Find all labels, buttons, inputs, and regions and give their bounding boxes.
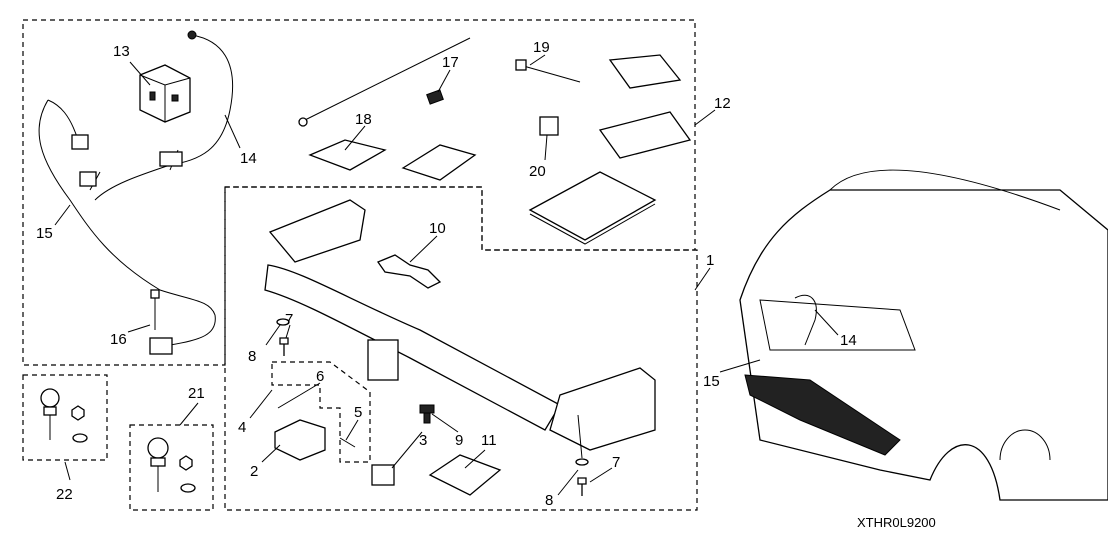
callout-14: 14: [840, 332, 857, 349]
part-11-plate: [428, 454, 502, 496]
callout-1: 1: [706, 252, 714, 269]
part-18-pad: [308, 139, 387, 171]
pad: [401, 144, 477, 181]
callout-21: 21: [188, 385, 205, 402]
leader-lines: [54, 54, 839, 496]
callout-3: 3: [419, 432, 427, 449]
callout-20: 20: [529, 163, 546, 180]
part-8-washer: [575, 458, 589, 466]
callout-2: 2: [250, 463, 258, 480]
callout-9: 9: [455, 432, 463, 449]
callout-12: 12: [714, 95, 731, 112]
group-box-1: [224, 186, 698, 511]
callout-8: 8: [248, 348, 256, 365]
instruction-manual: [528, 171, 657, 241]
callout-15: 15: [36, 225, 53, 242]
callout-4: 4: [238, 419, 246, 436]
part-13-module: [139, 64, 191, 123]
part-9-clip: [419, 404, 435, 424]
part-7-bolt: [577, 477, 587, 496]
callout-11: 11: [481, 432, 497, 449]
label-sheet: [598, 111, 692, 159]
group-box-21: [129, 424, 214, 511]
callout-7: 7: [612, 454, 620, 471]
part-7-bolt: [279, 337, 289, 356]
part-10-bracket: [377, 254, 442, 289]
part-8-washer: [276, 318, 290, 326]
part-5-pin: [339, 437, 356, 448]
callout-6: 6: [316, 368, 324, 385]
part-15-harness: [38, 99, 216, 346]
part-16-bolt: [150, 289, 160, 330]
callout-5: 5: [354, 404, 362, 421]
part-22-ball-mount: [40, 388, 88, 443]
callout-8: 8: [545, 492, 553, 509]
callout-16: 16: [110, 331, 127, 348]
part-20-clip: [539, 116, 559, 136]
callout-18: 18: [355, 111, 372, 128]
group-box-4: [271, 361, 371, 463]
callout-13: 13: [113, 43, 130, 60]
diagram-code: XTHR0L9200: [857, 515, 936, 530]
part-1-hitch: [264, 199, 656, 451]
part-3-cover: [371, 464, 395, 486]
group-box-22: [22, 374, 108, 461]
callout-15: 15: [703, 373, 720, 390]
callout-17: 17: [442, 54, 459, 71]
callout-10: 10: [429, 220, 446, 237]
cable-tie: [304, 37, 471, 121]
part-2-bracket: [274, 419, 326, 461]
part-21-ball-mount: [147, 437, 196, 493]
label-sheet: [608, 54, 682, 89]
callout-7: 7: [285, 311, 293, 328]
callout-22: 22: [56, 486, 73, 503]
callout-14: 14: [240, 150, 257, 167]
part-6-clip: [277, 394, 301, 409]
part-17-fuse: [426, 89, 444, 105]
vehicle-rear-view: [739, 169, 1108, 501]
group-box-12: [22, 19, 696, 366]
part-19-tie: [519, 64, 581, 83]
callout-19: 19: [533, 39, 550, 56]
